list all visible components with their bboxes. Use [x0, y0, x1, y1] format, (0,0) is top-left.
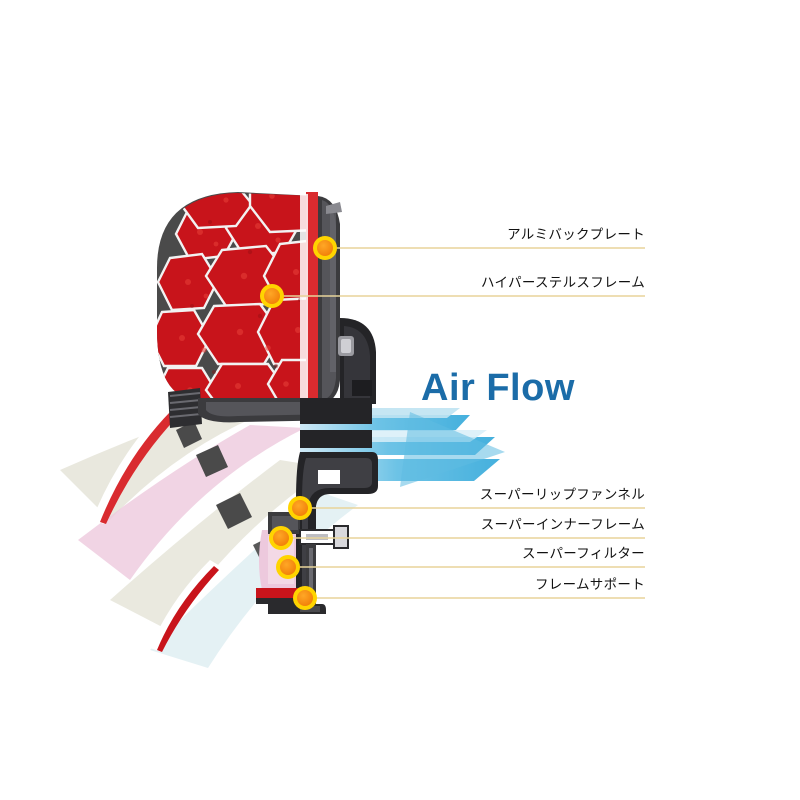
callout-dot-super-filter[interactable] — [280, 559, 296, 575]
callout-label-super-filter: スーパーフィルター — [522, 546, 645, 561]
callout-dot-frame-support[interactable] — [297, 590, 313, 606]
callout-dot-hyper-stealth-frame[interactable] — [264, 288, 280, 304]
callout-label-super-lip-funnel: スーパーリップファンネル — [479, 487, 645, 502]
callout-label-aluminum-back-plate: アルミバックプレート — [507, 227, 645, 242]
clamp-ribbed-element — [168, 388, 202, 428]
air-flow-label: Air Flow — [421, 367, 575, 409]
callout-dot-aluminum-back-plate[interactable] — [317, 240, 333, 256]
honeycomb-filter-dome — [157, 192, 318, 404]
callout-label-frame-support: フレームサポート — [535, 577, 645, 592]
callout-dot-super-inner-frame[interactable] — [273, 530, 289, 546]
bolt-fastener — [299, 525, 349, 549]
filter-housing-cylinder — [338, 318, 376, 404]
callout-label-super-inner-frame: スーパーインナーフレーム — [480, 517, 645, 532]
leader-lines — [272, 247, 645, 599]
callout-dots — [260, 236, 337, 610]
callout-dot-super-lip-funnel[interactable] — [292, 500, 308, 516]
aluminum-back-plate — [318, 196, 342, 404]
callout-label-hyper-stealth-frame: ハイパーステルスフレーム — [481, 275, 645, 290]
